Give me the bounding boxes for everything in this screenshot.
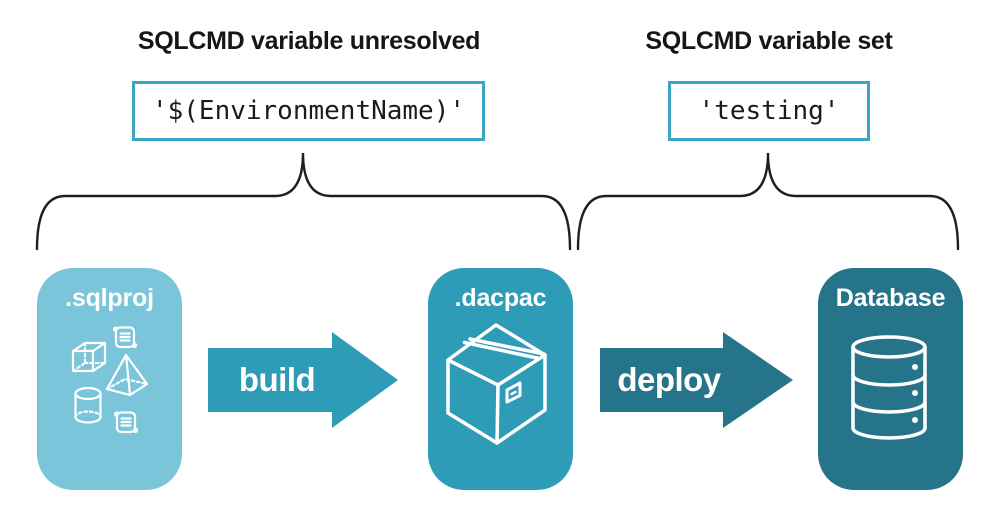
pyramid-icon	[105, 353, 149, 397]
package-box-icon	[446, 323, 547, 445]
code-box-set: 'testing'	[668, 81, 870, 141]
build-arrow	[208, 332, 398, 428]
stage-label-database: Database	[835, 284, 946, 312]
cylinder-icon	[74, 386, 102, 424]
database-cylinder-icon	[851, 335, 927, 440]
deploy-arrow-shape	[600, 332, 793, 428]
build-arrow-shape	[208, 332, 398, 428]
code-box-unresolved: '$(EnvironmentName)'	[132, 81, 485, 141]
code-text-set: 'testing'	[698, 96, 840, 126]
stage-card-dacpac: .dacpac	[428, 268, 573, 490]
brace-right-icon	[576, 152, 960, 251]
stage-card-sqlproj: .sqlproj	[37, 268, 182, 490]
heading-unresolved: SQLCMD variable unresolved	[137, 27, 481, 55]
brace-left-icon	[35, 152, 572, 251]
deploy-arrow	[600, 332, 793, 428]
stage-label-sqlproj: .sqlproj	[65, 284, 154, 312]
cube-icon	[71, 341, 107, 373]
stage-label-dacpac: .dacpac	[454, 284, 547, 312]
scroll-icon	[113, 411, 139, 434]
sql-objects-icon	[71, 326, 149, 434]
stage-card-database: Database	[818, 268, 963, 490]
scroll-icon	[112, 326, 138, 349]
heading-set: SQLCMD variable set	[645, 27, 893, 55]
code-text-unresolved: '$(EnvironmentName)'	[151, 96, 466, 126]
